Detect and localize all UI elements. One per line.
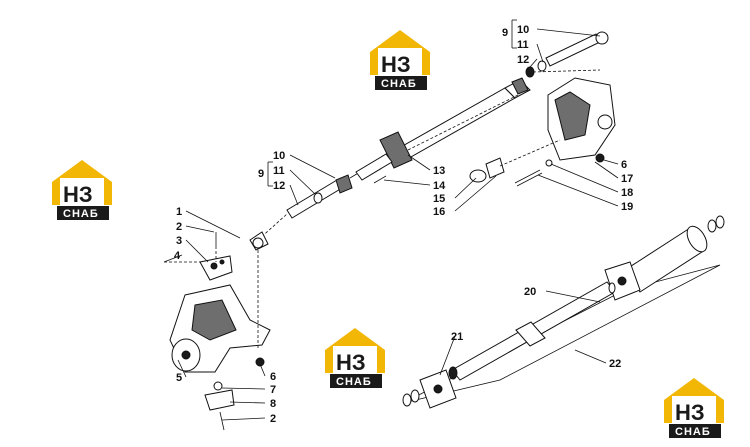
- logo-main-text: НЗ: [63, 182, 93, 207]
- label-9-right: 9: [502, 27, 508, 39]
- label-21: 21: [451, 331, 463, 343]
- watermark-logo-center: НЗ СНАБ: [325, 328, 385, 388]
- label-9-left: 9: [258, 168, 264, 180]
- left-centre-lines: [164, 246, 259, 350]
- logo-main-text: НЗ: [336, 350, 366, 375]
- logo-sub-text: СНАБ: [336, 376, 372, 388]
- label-13: 13: [433, 165, 445, 177]
- label-5: 5: [176, 372, 182, 384]
- lower-cylinder-assembly: [402, 215, 725, 409]
- label-14: 14: [433, 180, 446, 192]
- label-11-left: 11: [273, 165, 285, 177]
- logo-sub-text: СНАБ: [63, 208, 99, 220]
- label-6-left: 6: [270, 371, 276, 383]
- label-4: 4: [174, 250, 181, 262]
- label-2-top: 2: [176, 221, 182, 233]
- label-8: 8: [270, 398, 276, 410]
- left-knuckle-assembly: [169, 231, 271, 431]
- logo-sub-text: СНАБ: [675, 426, 711, 438]
- upper-cylinder-assembly: [286, 31, 616, 219]
- label-15: 15: [433, 193, 445, 205]
- label-3: 3: [176, 235, 182, 247]
- leader-lines: [163, 19, 619, 421]
- logo-sub-text: СНАБ: [381, 78, 417, 90]
- logo-main-text: НЗ: [381, 52, 411, 77]
- label-20: 20: [524, 286, 536, 298]
- label-12-right: 12: [517, 54, 529, 66]
- watermark-logo-bottom-right: НЗ СНАБ: [664, 378, 724, 438]
- label-7: 7: [270, 384, 276, 396]
- label-2-bottom: 2: [270, 413, 276, 425]
- label-19: 19: [621, 201, 633, 213]
- logo-main-text: НЗ: [675, 400, 705, 425]
- label-10-left: 10: [273, 150, 285, 162]
- label-11-right: 11: [517, 39, 529, 51]
- label-6-right: 6: [621, 159, 627, 171]
- label-18: 18: [621, 187, 633, 199]
- label-17: 17: [621, 173, 633, 185]
- part-labels: 1 2 3 4 5 6 7 8 2 9 10 11 12 9 10 11 12 …: [174, 24, 633, 425]
- label-12-left: 12: [273, 180, 285, 192]
- watermark-logo-top: НЗ СНАБ: [370, 30, 430, 90]
- label-10-right: 10: [517, 24, 529, 36]
- label-16: 16: [433, 206, 445, 218]
- watermark-logo-left: НЗ СНАБ: [52, 160, 112, 220]
- label-22: 22: [609, 358, 621, 370]
- label-1: 1: [176, 206, 182, 218]
